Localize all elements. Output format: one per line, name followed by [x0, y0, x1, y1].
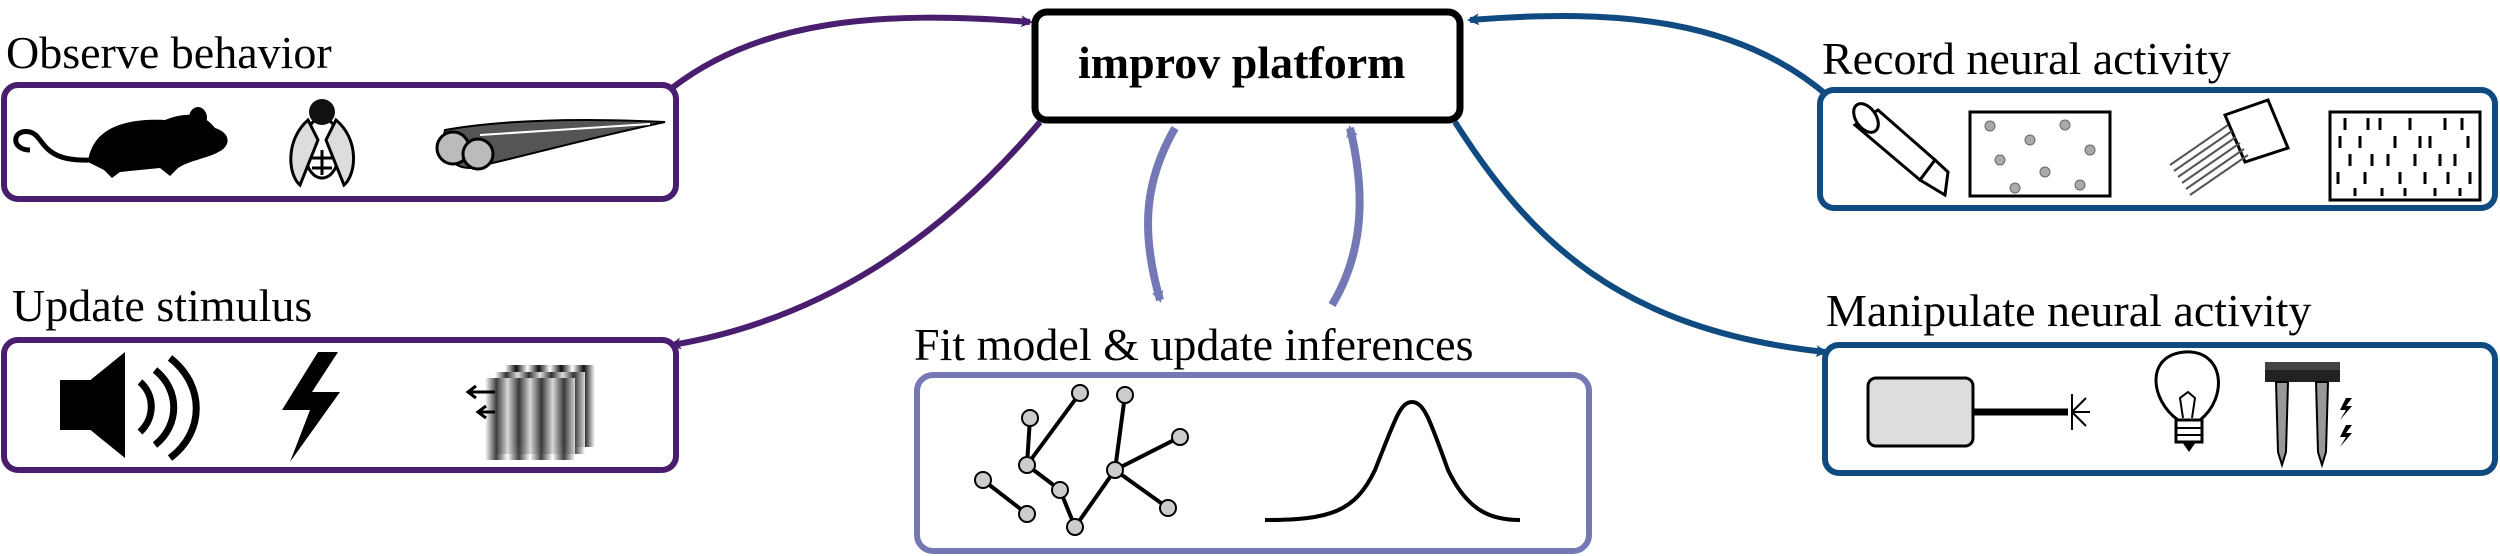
observe-title: Observe behavior — [6, 27, 332, 78]
arrow-record-to-center — [1467, 13, 1830, 99]
cell-image-icon — [1968, 110, 2112, 198]
arrow-center-to-manipulate — [1452, 120, 1828, 358]
arrow-observe-to-center — [670, 14, 1033, 91]
microscope-objective-icon — [1852, 102, 1950, 198]
electrode-array-icon — [2169, 98, 2291, 196]
stimulation-electrode-icon — [2265, 362, 2352, 469]
zebrafish-icon — [435, 119, 666, 171]
fit-box — [914, 372, 1592, 554]
lightning-icon — [282, 352, 340, 462]
optogenetics-laser-icon — [1866, 376, 2090, 448]
fit-title: Fit model & update inferences — [914, 319, 1474, 370]
mouse-icon — [13, 107, 228, 178]
arrow-center-to-fit — [1144, 126, 1179, 303]
network-graph-icon — [974, 384, 1189, 536]
arrow-fit-to-center — [1328, 125, 1364, 308]
center-title: improv platform — [1078, 37, 1406, 88]
stimulus-title: Update stimulus — [12, 280, 313, 331]
record-title: Record neural activity — [1822, 33, 2231, 84]
center-box — [1031, 8, 1464, 124]
gaussian-curve-icon — [1264, 399, 1521, 522]
speaker-icon — [60, 352, 200, 461]
spike-raster-icon — [2328, 110, 2482, 202]
fly-icon — [289, 99, 355, 188]
light-bulb-icon — [2154, 350, 2220, 452]
arrow-center-to-stimulus — [669, 120, 1043, 350]
grating-icon — [465, 365, 595, 460]
manipulate-title: Manipulate neural activity — [1826, 285, 2312, 336]
